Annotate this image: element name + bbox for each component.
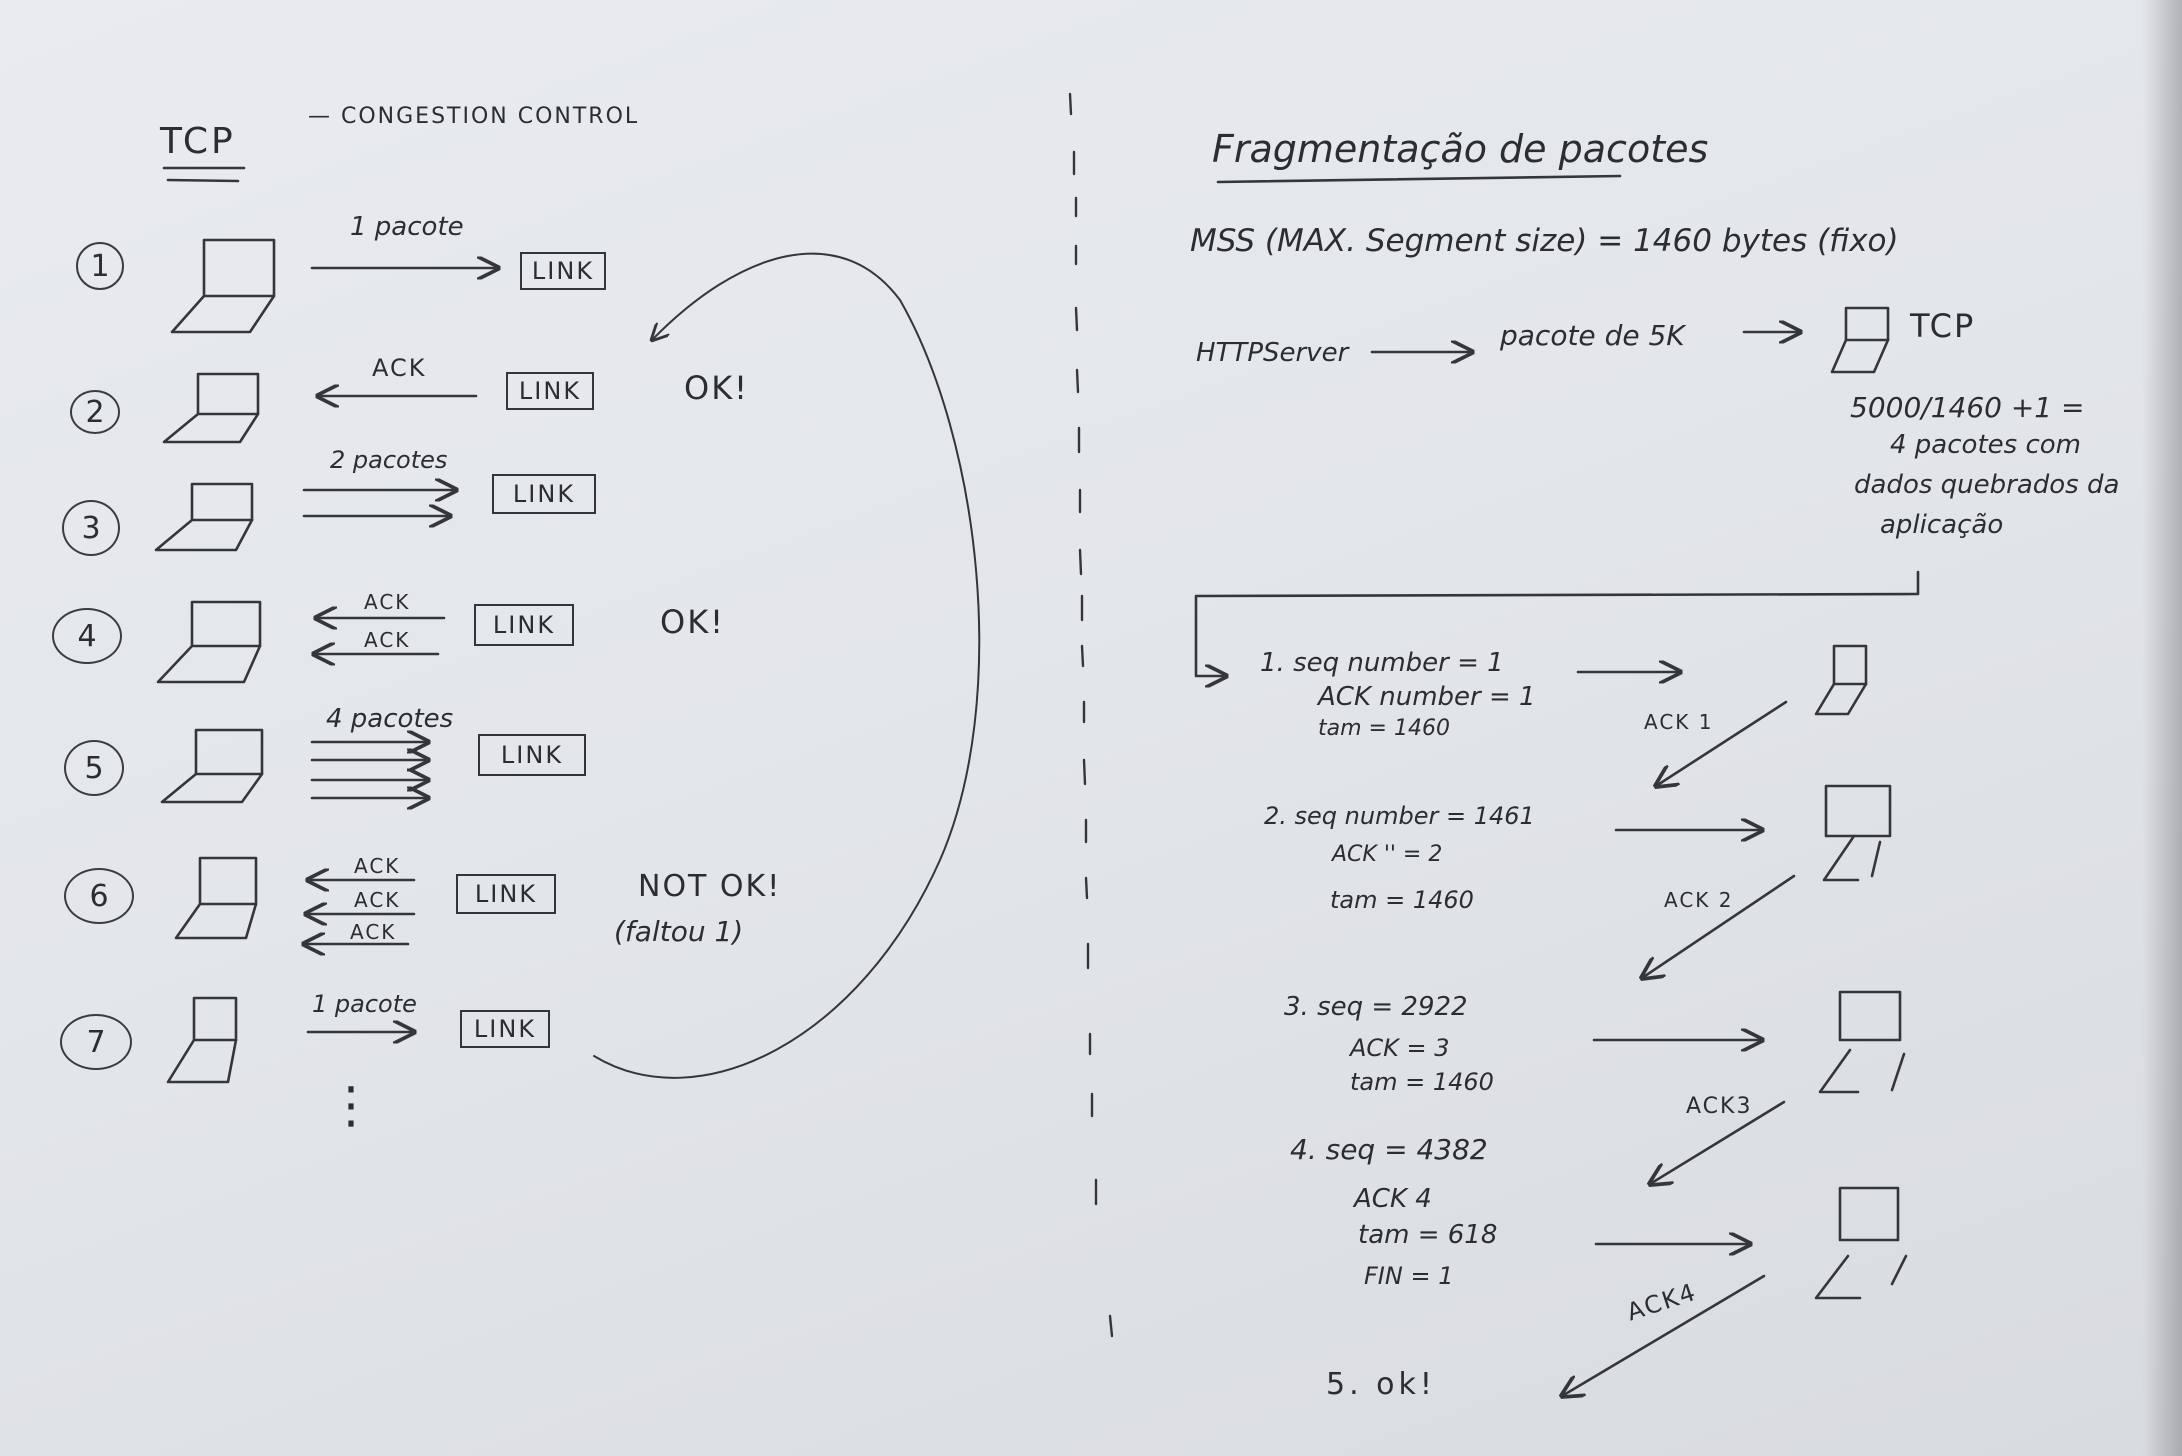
seg1-ack: ACK 1: [1644, 710, 1714, 734]
step6-arrows: [304, 880, 416, 944]
final-ok: 5. ok!: [1326, 1367, 1436, 1402]
right-title-underline: [1216, 174, 1622, 184]
step-number-5: 5: [64, 740, 124, 796]
page-divider: [1068, 92, 1114, 1338]
step-number-7: 7: [60, 1014, 132, 1070]
step3-label: 2 pacotes: [330, 446, 448, 474]
step5-label: 4 pacotes: [326, 704, 454, 734]
laptop-icon-6: [174, 856, 258, 940]
seg2-line1: 2. seq number = 1461: [1264, 802, 1535, 830]
step4-note: OK!: [660, 603, 725, 641]
server-arrow-label: pacote de 5K: [1500, 319, 1685, 352]
receiver-icon-2: [1822, 784, 1892, 882]
receiver-icon-1: [1814, 644, 1868, 716]
seg3-ack: ACK3: [1686, 1094, 1753, 1119]
seg2-line2: ACK '' = 2: [1332, 842, 1443, 867]
seg3-line1: 3. seq = 2922: [1284, 992, 1468, 1022]
laptop-icon-2: [162, 372, 260, 444]
step4-label-b: ACK: [364, 628, 411, 652]
step-number-4: 4: [52, 608, 122, 664]
ack2-arrow: [1642, 874, 1796, 978]
continuation-dots: ⋮: [326, 1076, 376, 1134]
link-box-2: LINK: [506, 372, 594, 410]
seg4-line2: ACK 4: [1354, 1184, 1432, 1214]
laptop-icon-1: [170, 238, 276, 334]
laptop-icon-4: [156, 600, 262, 684]
seg3-line2: ACK = 3: [1350, 1034, 1450, 1062]
calc-line-3: dados quebrados da: [1854, 470, 2120, 500]
step6-note2: (faltou 1): [614, 915, 744, 948]
calc-line-1: 5000/1460 +1 =: [1850, 391, 2085, 424]
left-title: TCP: [160, 121, 236, 162]
calc-line-2: 4 pacotes com: [1890, 430, 2081, 460]
right-title: Fragmentação de pacotes: [1212, 127, 1709, 171]
step2-label: ACK: [372, 354, 427, 382]
link-box-7: LINK: [460, 1010, 550, 1048]
seg1-line2: ACK number = 1: [1318, 682, 1536, 712]
step4-arrows: [314, 618, 446, 654]
title-underline: [162, 166, 246, 183]
seg3-line3: tam = 1460: [1350, 1068, 1494, 1096]
seg4-line3: tam = 618: [1358, 1220, 1498, 1250]
laptop-icon-5: [160, 728, 264, 804]
step6-note: NOT OK!: [638, 869, 782, 904]
receiver-icon-3: [1818, 990, 1906, 1094]
step7-label: 1 pacote: [312, 990, 417, 1018]
step-number-6: 6: [64, 868, 134, 924]
link-box-4: LINK: [474, 604, 574, 646]
calc-line-4: aplicação: [1880, 510, 2004, 540]
left-subtitle: — CONGESTION CONTROL: [308, 104, 640, 129]
laptop-icon-7: [166, 996, 238, 1084]
laptop-icon-3: [154, 482, 254, 552]
server-label: HTTPServer: [1196, 338, 1349, 368]
tcp-laptop-icon: [1830, 306, 1890, 374]
tcp-label: TCP: [1910, 307, 1976, 345]
page-edge-shadow: [2142, 0, 2182, 1456]
seg1-line1: 1. seq number = 1: [1260, 648, 1504, 678]
step5-arrows: [310, 742, 428, 798]
seg2-line3: tam = 1460: [1330, 886, 1474, 914]
step6-label-a: ACK: [354, 854, 401, 878]
mss-line: MSS (MAX. Segment size) = 1460 bytes (fi…: [1190, 223, 1899, 259]
step4-label-a: ACK: [364, 590, 411, 614]
step2-note: OK!: [684, 369, 749, 407]
link-box-6: LINK: [456, 874, 556, 914]
step6-label-b: ACK: [354, 888, 401, 912]
receiver-icon-4: [1814, 1186, 1908, 1300]
calc-bracket: [1194, 570, 1920, 676]
link-box-5: LINK: [478, 734, 586, 776]
ack4-arrow: [1562, 1274, 1766, 1396]
loop-back-arrow: [593, 252, 981, 1079]
ack3-arrow: [1650, 1100, 1786, 1184]
step6-label-c: ACK: [350, 920, 397, 944]
link-box-3: LINK: [492, 474, 596, 514]
step1-label: 1 pacote: [350, 212, 464, 242]
step-number-3: 3: [62, 500, 120, 556]
step3-arrows: [302, 490, 456, 516]
seg4-line1: 4. seq = 4382: [1290, 1133, 1488, 1166]
link-box-1: LINK: [520, 252, 606, 290]
ack1-arrow: [1656, 700, 1788, 786]
step-number-2: 2: [70, 390, 120, 434]
seg4-line4: FIN = 1: [1364, 1262, 1454, 1290]
seg2-ack: ACK 2: [1664, 888, 1734, 912]
step-number-1: 1: [76, 242, 124, 290]
seg1-line3: tam = 1460: [1318, 716, 1450, 741]
